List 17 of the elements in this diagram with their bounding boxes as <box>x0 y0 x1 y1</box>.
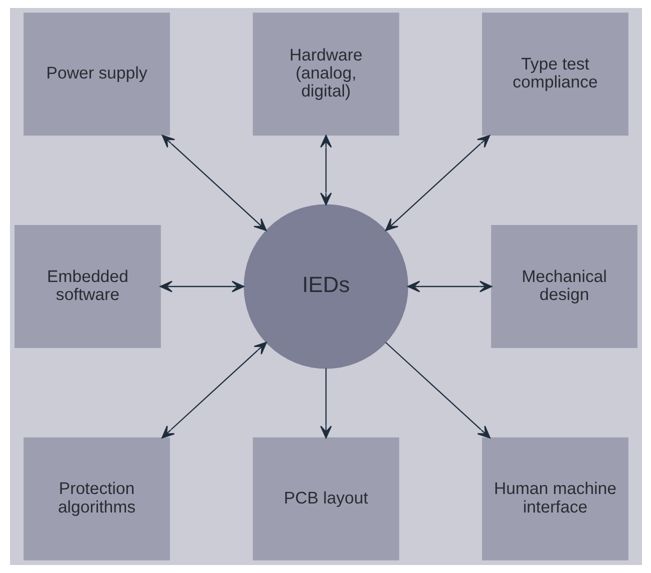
node-box: Type test compliance <box>482 12 628 136</box>
node-box: PCB layout <box>252 437 399 560</box>
node-box: Hardware (analog, digital) <box>252 12 399 136</box>
node-box: Human machine interface <box>482 437 628 560</box>
arrow <box>161 134 266 232</box>
arrow <box>320 134 332 206</box>
node-box: Protection algorithms <box>23 437 170 560</box>
arrow <box>159 280 244 292</box>
node-circle: IEDs <box>243 204 408 369</box>
arrow <box>406 280 492 292</box>
arrow <box>161 342 266 438</box>
node-box: Mechanical design <box>490 224 637 348</box>
arrow <box>320 368 332 438</box>
node-box: Embedded software <box>14 224 160 348</box>
arrow <box>384 134 490 232</box>
node-box: Power supply <box>23 12 170 136</box>
arrow <box>384 342 490 438</box>
